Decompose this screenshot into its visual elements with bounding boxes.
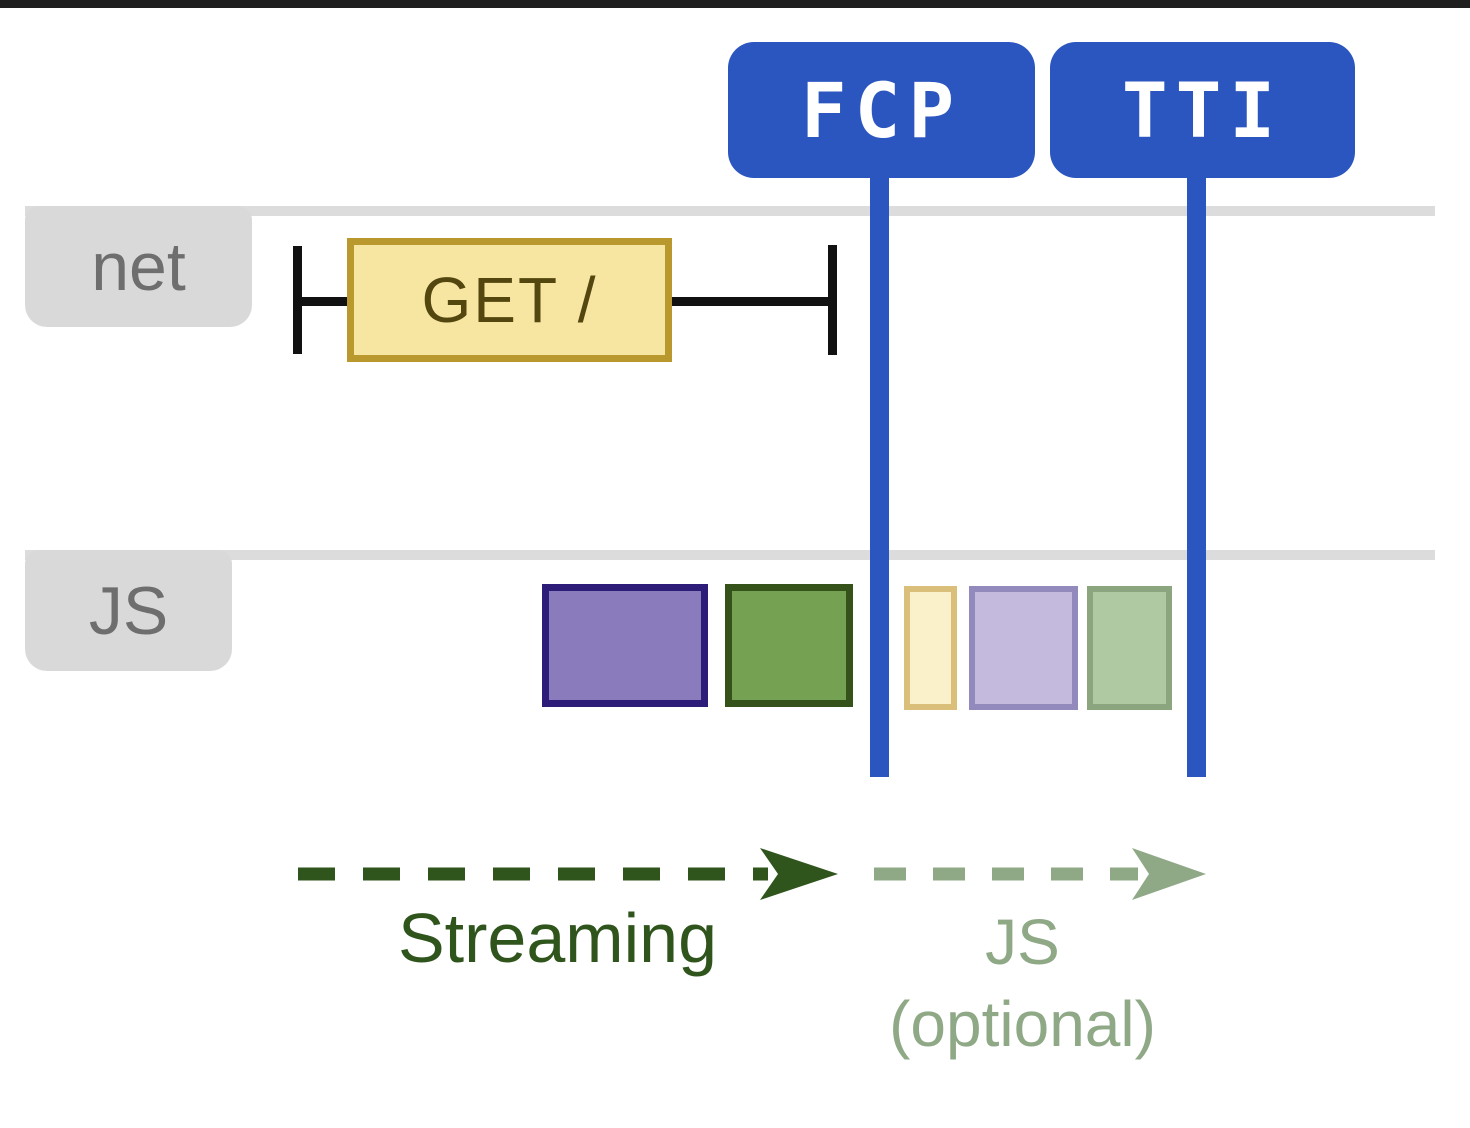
tti-marker-line [1187,168,1206,777]
net-row-label: net [25,206,252,327]
request-end-tick [828,245,837,355]
streaming-arrowhead-icon [760,848,838,900]
net-row-track [25,206,1435,216]
tti-badge: TTI [1050,42,1355,178]
streaming-label: Streaming [397,899,718,977]
fcp-badge: FCP [728,42,1035,178]
js-task-pale-green [1087,586,1172,710]
top-border [0,0,1470,8]
request-start-tick [293,246,302,354]
js-row-label: JS [25,550,232,671]
js-optional-label-line2: (optional) [889,987,1156,1060]
js-optional-arrow-icon [874,848,1206,900]
js-task-pale-purple [969,586,1078,710]
js-row-track [25,550,1435,560]
get-request-box: GET / [347,238,672,362]
js-task-green [725,584,853,707]
js-task-pale-yellow [904,586,957,710]
js-optional-arrowhead-icon [1132,848,1206,900]
js-optional-label: JS (optional) [845,902,1200,1066]
fcp-marker-line [870,168,889,777]
streaming-arrow-icon [298,848,838,900]
js-optional-label-line1: JS [985,906,1060,978]
js-task-purple [542,584,708,707]
